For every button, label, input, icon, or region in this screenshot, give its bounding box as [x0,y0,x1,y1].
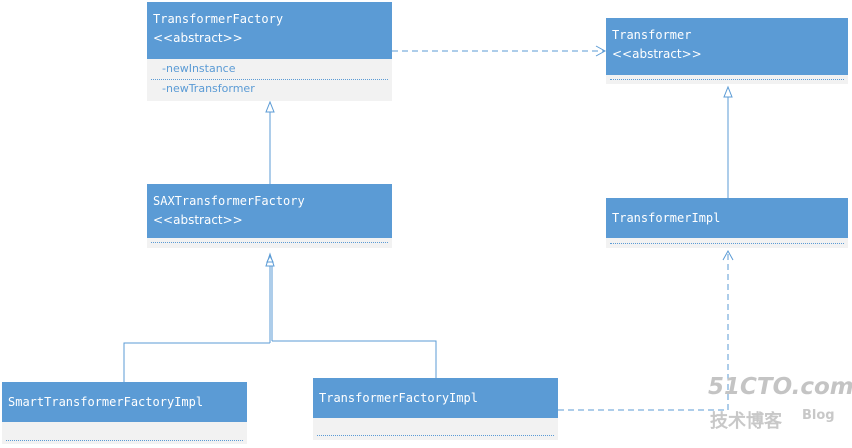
generalization-arrowhead [266,254,274,263]
class-transformer-impl[interactable]: TransformerImpl [606,198,848,248]
class-header: TransformerFactory <<abstract>> [147,2,392,59]
generalization-arrowhead [723,85,733,98]
class-body [2,422,247,444]
watermark-subtitle: 技术博客 [710,411,782,432]
class-name: TransformerFactoryImpl [319,391,478,405]
class-name: SAXTransformerFactory [153,194,305,208]
class-name: TransformerImpl [612,211,721,225]
method-new-instance: -newInstance [162,62,236,75]
class-transformer-factory[interactable]: TransformerFactory <<abstract>> -newInst… [147,2,392,101]
class-body [606,75,848,84]
class-header: SmartTransformerFactoryImpl [2,382,247,422]
class-header: SAXTransformerFactory <<abstract>> [147,184,392,238]
separator [610,79,844,80]
separator [151,79,388,80]
generalization-arrowhead [265,100,275,113]
class-stereotype: <<abstract>> [153,213,243,227]
class-header: TransformerImpl [606,198,848,238]
separator [317,435,554,436]
class-name: TransformerFactory [153,12,284,26]
class-name: Transformer [612,28,692,42]
class-transformer[interactable]: Transformer <<abstract>> [606,18,848,84]
class-body [313,418,558,440]
class-header: Transformer <<abstract>> [606,18,848,75]
generalization-smart-to-sax [123,342,270,382]
class-body [606,238,848,248]
class-stereotype: <<abstract>> [612,47,702,61]
open-arrowhead [722,249,734,261]
separator [610,243,844,244]
class-header: TransformerFactoryImpl [313,378,558,418]
separator [151,242,388,243]
class-transformer-factory-impl[interactable]: TransformerFactoryImpl [313,378,558,440]
watermark-blog: Blog [802,408,835,423]
class-name: SmartTransformerFactoryImpl [8,395,204,409]
open-arrowhead [595,45,607,57]
watermark-site: 51CTO.com [708,374,852,400]
generalization-tfimpl-to-sax [272,340,437,378]
class-body [147,238,392,248]
class-sax-transformer-factory[interactable]: SAXTransformerFactory <<abstract>> [147,184,392,248]
class-body: -newInstance -newTransformer [147,59,392,101]
separator [6,440,243,441]
class-smart-transformer-factory-impl[interactable]: SmartTransformerFactoryImpl [2,382,247,444]
method-new-transformer: -newTransformer [162,82,255,95]
class-stereotype: <<abstract>> [153,31,243,45]
dependency-tfimpl-to-impl [558,252,729,411]
